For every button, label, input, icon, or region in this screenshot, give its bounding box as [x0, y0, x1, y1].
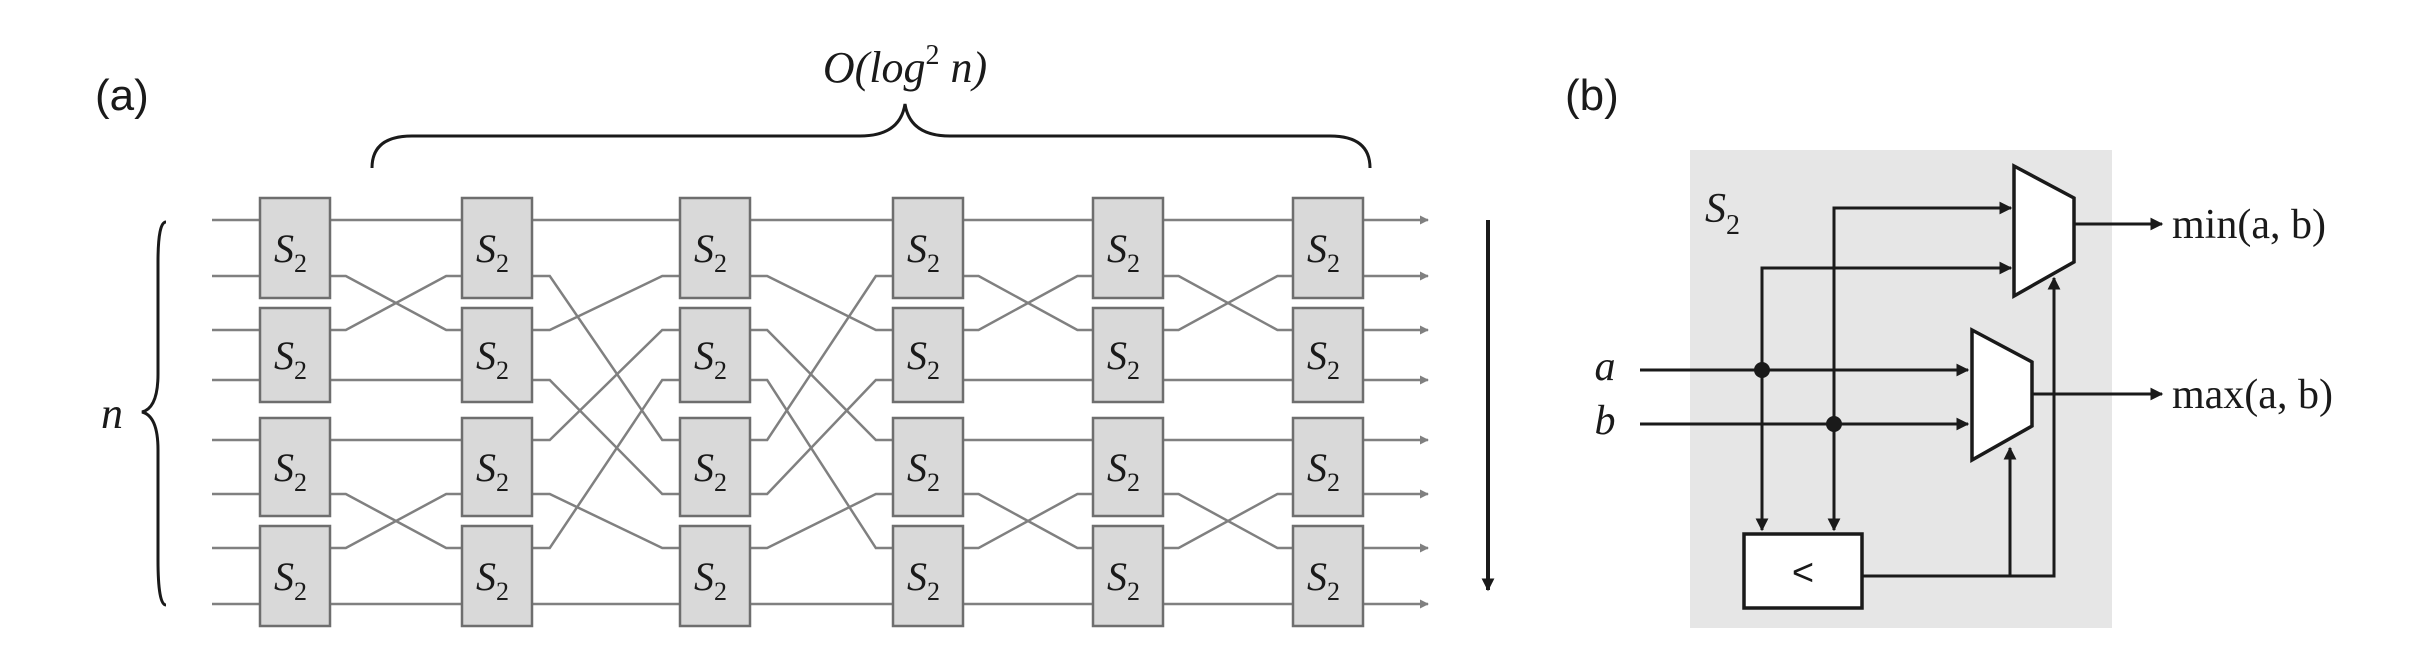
s2-block: S2: [891, 416, 965, 518]
s2-block-label: S2: [694, 554, 727, 606]
s2-block-label: S2: [694, 226, 727, 278]
s2-block: S2: [460, 416, 534, 518]
depth-brace: [370, 103, 1372, 169]
network-wire: [750, 328, 893, 442]
s2-block-label: S2: [1107, 333, 1140, 385]
s2-block-label: S2: [907, 445, 940, 497]
network-wire: [750, 274, 893, 442]
s2-block: S2: [1091, 196, 1165, 300]
comparator-out-upper: [2010, 276, 2061, 578]
s2-block-label: S2: [1307, 554, 1340, 606]
mux-max: [1970, 327, 2034, 464]
s2-block-label: S2: [274, 333, 307, 385]
junction-b: [1826, 416, 1842, 432]
network-wire: [1163, 492, 1293, 550]
s2-block: S2: [678, 524, 752, 628]
s2-block-label: S2: [1107, 554, 1140, 606]
s2-block-label: S2: [1307, 445, 1340, 497]
s2-block-label: S2: [476, 554, 509, 606]
network-wire: [963, 492, 1093, 550]
s2-block-label: S2: [907, 554, 940, 606]
s2-block-label: S2: [1107, 226, 1140, 278]
s2-blocks: S2S2S2S2S2S2S2S2S2S2S2S2S2S2S2S2S2S2S2S2…: [258, 196, 1365, 628]
s2-block: S2: [678, 416, 752, 518]
panel-a: (a) O(log2 n) n S2S2S2S2S2S2S2S2S2S2S2S2…: [95, 40, 1495, 628]
min-output-label: min(a, b): [2172, 202, 2326, 248]
s2-block: S2: [1291, 196, 1365, 300]
s2-block-label: S2: [274, 445, 307, 497]
s2-block-label: S2: [1307, 333, 1340, 385]
s2-block-label: S2: [1107, 445, 1140, 497]
network-wire: [750, 378, 893, 496]
s2-block: S2: [1091, 416, 1165, 518]
junction-a: [1754, 362, 1770, 378]
s2-block: S2: [258, 306, 332, 404]
network-wire: [750, 492, 893, 550]
input-a-label: a: [1595, 344, 1616, 390]
s2-block: S2: [891, 524, 965, 628]
s2-block: S2: [460, 196, 534, 300]
comparator-box: [1742, 532, 1864, 610]
network-wire: [532, 274, 680, 442]
panel-b-label: (b): [1565, 71, 1619, 120]
s2-block: S2: [678, 306, 752, 404]
s2-block: S2: [891, 306, 965, 404]
network-wire: [330, 492, 462, 550]
panel-b: (b) S2 a b: [1565, 71, 2333, 628]
s2-block: S2: [678, 196, 752, 300]
s2-block-label: S2: [694, 445, 727, 497]
network-wire: [963, 274, 1093, 332]
s2-block: S2: [460, 524, 534, 628]
width-brace: [141, 220, 167, 607]
input-b-label: b: [1595, 398, 1616, 444]
network-wire: [532, 328, 680, 442]
network-wire: [532, 492, 680, 550]
comparator-label: <: [1792, 552, 1814, 594]
s2-block: S2: [258, 196, 332, 300]
s2-block: S2: [1091, 524, 1165, 628]
wire-b-branch: [1832, 201, 2013, 424]
depth-label: O(log2 n): [823, 40, 987, 92]
s2-block-label: S2: [1307, 226, 1340, 278]
s2-block: S2: [460, 306, 534, 404]
network-wire: [532, 378, 680, 550]
network-wire: [532, 274, 680, 332]
s2-block: S2: [1091, 306, 1165, 404]
s2-block: S2: [1291, 416, 1365, 518]
s2-block: S2: [1291, 524, 1365, 628]
network-wire: [750, 274, 893, 332]
s2-internals-label: S2: [1705, 186, 1740, 241]
network-wire: [1163, 274, 1293, 332]
s2-block: S2: [258, 416, 332, 518]
max-output-label: max(a, b): [2172, 372, 2333, 418]
s2-block-label: S2: [476, 226, 509, 278]
network-wire: [330, 274, 462, 332]
wire-a-branch: [1760, 261, 2013, 370]
network-wire: [532, 378, 680, 496]
network-wires: [212, 215, 1429, 609]
s2-block-label: S2: [694, 333, 727, 385]
s2-block-label: S2: [476, 333, 509, 385]
network-wire: [750, 378, 893, 550]
s2-block-label: S2: [274, 554, 307, 606]
mux-min: [2012, 163, 2076, 300]
s2-block-label: S2: [476, 445, 509, 497]
s2-block-label: S2: [907, 333, 940, 385]
s2-block: S2: [258, 524, 332, 628]
s2-block: S2: [891, 196, 965, 300]
s2-block: S2: [1291, 306, 1365, 404]
s2-block-label: S2: [274, 226, 307, 278]
width-label: n: [101, 389, 123, 438]
s2-block-label: S2: [907, 226, 940, 278]
panel-a-label: (a): [95, 71, 149, 120]
